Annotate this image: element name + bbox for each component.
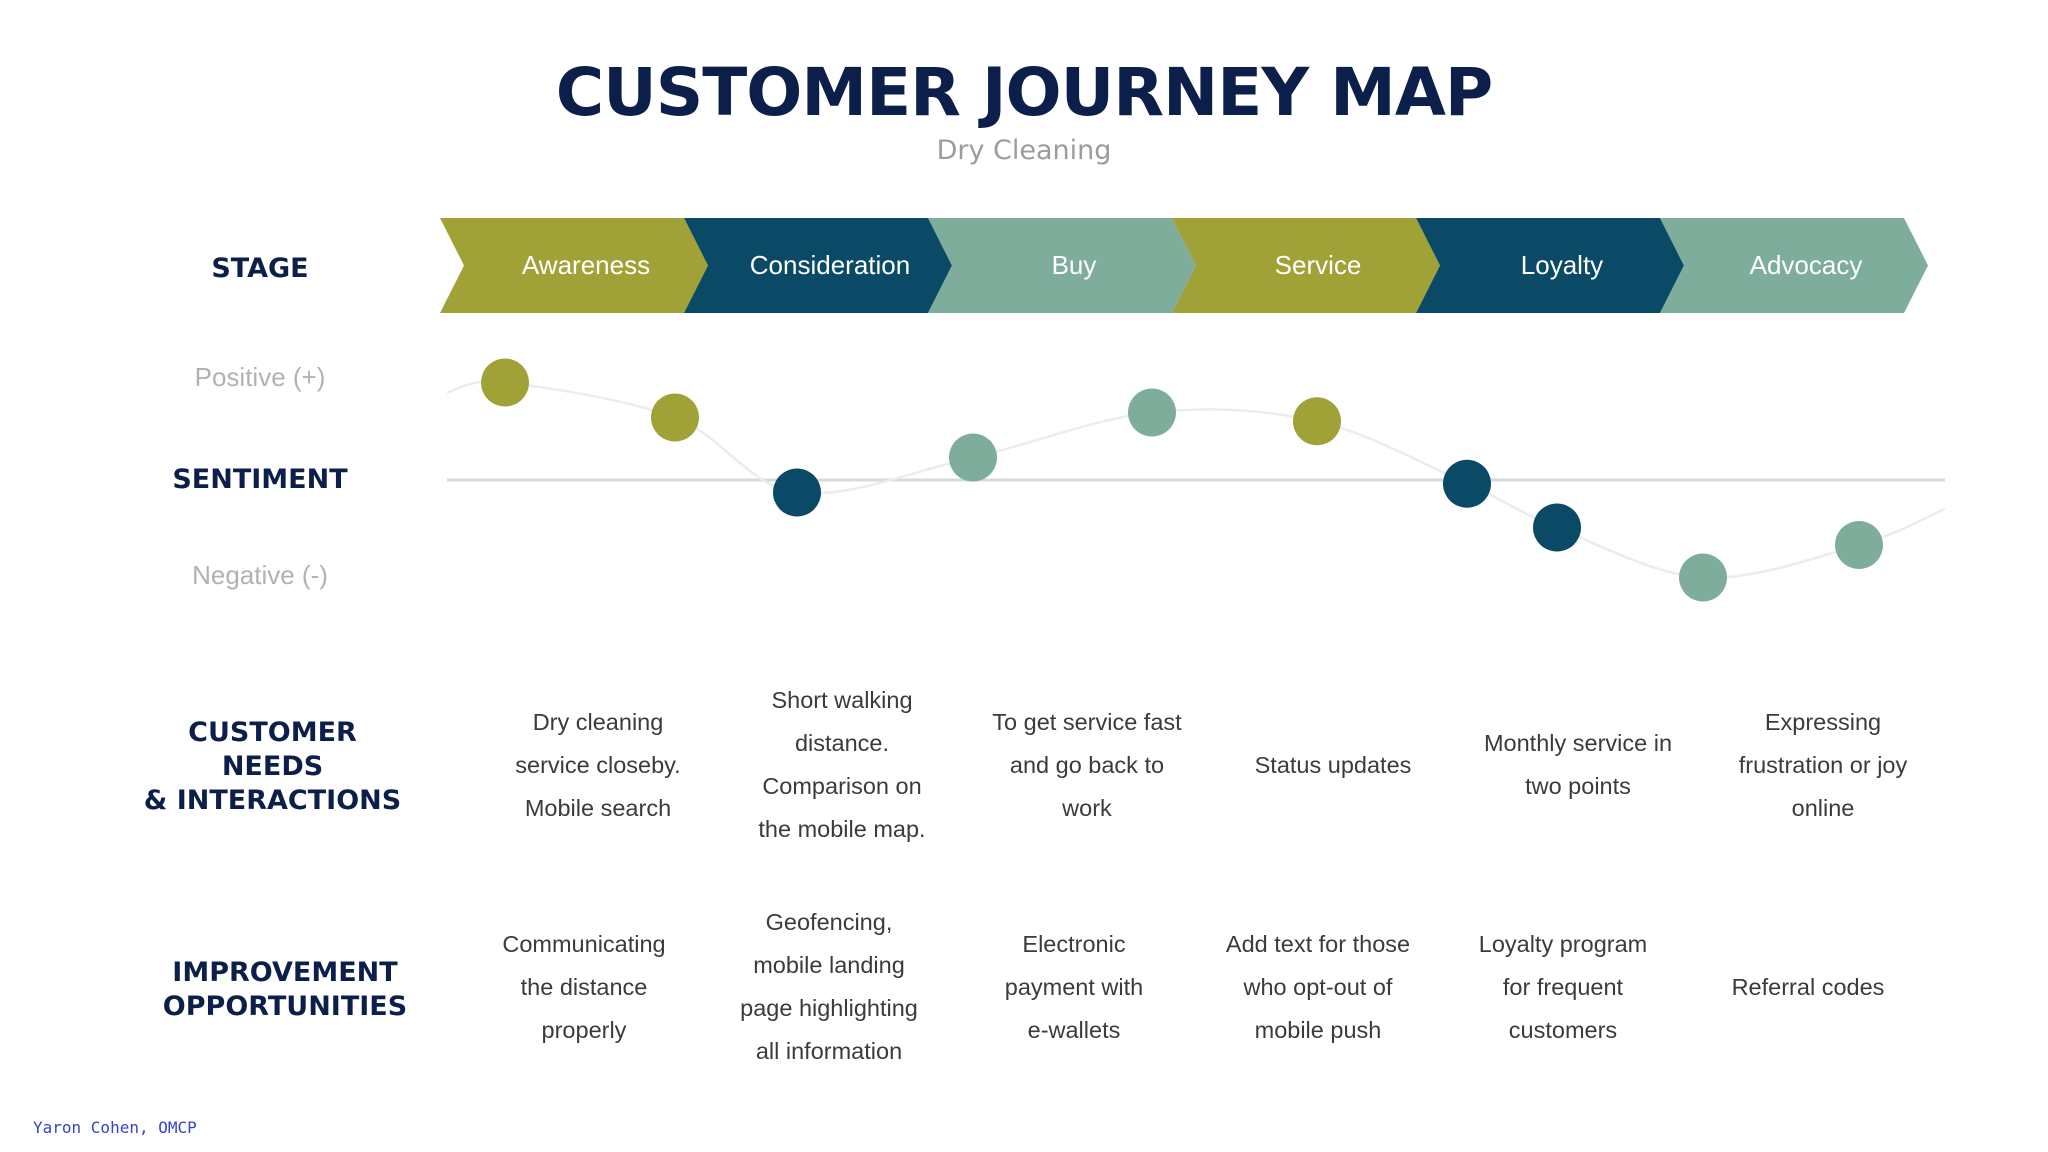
stage-label-consideration: Consideration — [749, 250, 911, 280]
needs-cell-awareness: Dry cleaning service closeby. Mobile sea… — [515, 708, 681, 821]
sentiment-point-9 — [1679, 553, 1727, 602]
sentiment-row-label: SENTIMENT — [172, 464, 348, 495]
stage-label-advocacy: Advocacy — [1749, 250, 1863, 280]
stage-chevron-advocacy — [1660, 218, 1928, 313]
sentiment-point-3 — [773, 468, 821, 517]
negative-scale-label: Negative (-) — [192, 560, 328, 590]
improvement-cell-awareness: Communicating the distance properly — [502, 930, 666, 1043]
stage-chevron-consideration — [684, 218, 952, 313]
positive-scale-label: Positive (+) — [194, 362, 326, 392]
stage-label-buy: Buy — [1051, 250, 1097, 280]
sentiment-point-6 — [1293, 397, 1341, 446]
needs-cell-advocacy: Expressing frustration or joy online — [1738, 708, 1908, 821]
stage-chevrons — [440, 218, 1928, 313]
improvement-cell-consideration: Geofencing, mobile landing page highligh… — [740, 909, 918, 1064]
sentiment-point-8 — [1533, 503, 1581, 552]
stage-chevron-service — [1172, 218, 1440, 313]
page-title: CUSTOMER JOURNEY MAP — [555, 54, 1494, 131]
improvement-cell-buy: Electronic payment with e-wallets — [1004, 930, 1144, 1043]
page-subtitle: Dry Cleaning — [936, 135, 1112, 166]
improvement-cell-loyalty: Loyalty program for frequent customers — [1478, 930, 1648, 1043]
stage-row-label: STAGE — [211, 253, 309, 284]
sentiment-point-10 — [1835, 521, 1883, 569]
stage-chevron-awareness — [440, 218, 708, 313]
stage-label-loyalty: Loyalty — [1520, 250, 1604, 280]
improvement-cell-advocacy: Referral codes — [1731, 973, 1885, 1000]
stage-chevron-loyalty — [1416, 218, 1684, 313]
needs-cell-service: Status updates — [1254, 751, 1412, 778]
sentiment-point-4 — [949, 433, 997, 482]
improvement-cell-service: Add text for those who opt-out of mobile… — [1225, 930, 1411, 1043]
author-credit: Yaron Cohen, OMCP — [33, 1118, 197, 1137]
stage-label-service: Service — [1274, 250, 1362, 280]
sentiment-point-1 — [481, 358, 529, 407]
improvements-row-label: IMPROVEMENT OPPORTUNITIES — [162, 957, 408, 1022]
needs-row-label: CUSTOMER NEEDS & INTERACTIONS — [143, 717, 402, 816]
sentiment-point-7 — [1443, 459, 1491, 508]
stage-chevron-buy — [928, 218, 1196, 313]
needs-cell-buy: To get service fast and go back to work — [992, 708, 1182, 821]
needs-cell-loyalty: Monthly service in two points — [1483, 730, 1673, 799]
sentiment-point-2 — [651, 393, 699, 442]
sentiment-point-5 — [1128, 388, 1176, 437]
stage-label-awareness: Awareness — [521, 250, 651, 280]
needs-cell-consideration: Short walking distance. Comparison on th… — [758, 687, 926, 842]
